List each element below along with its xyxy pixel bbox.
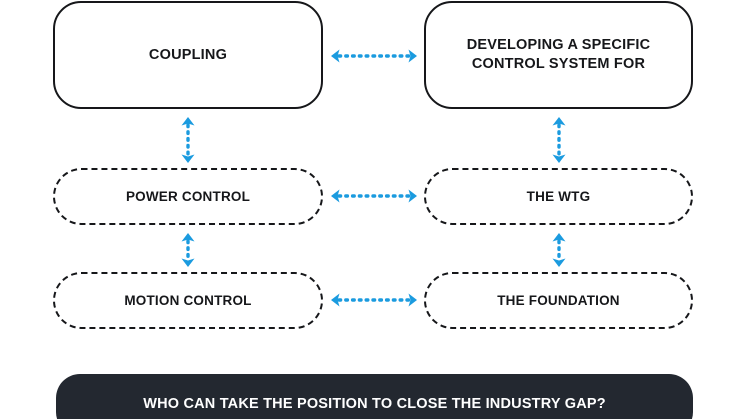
connector-coupling-to-developing-arrow (329, 46, 419, 66)
node-motion-control[interactable]: MOTION CONTROL (53, 272, 323, 329)
node-developing-control-system[interactable]: DEVELOPING A SPECIFIC CONTROL SYSTEM FOR (424, 1, 693, 109)
node-the-wtg-label: THE WTG (526, 188, 591, 204)
node-coupling-label: COUPLING (148, 46, 228, 63)
connector-the-wtg-to-the-foundation-arrow (549, 232, 569, 268)
node-power-control-label: POWER CONTROL (125, 188, 251, 204)
footer-banner-text: WHO CAN TAKE THE POSITION TO CLOSE THE I… (143, 396, 606, 412)
footer-banner[interactable]: WHO CAN TAKE THE POSITION TO CLOSE THE I… (56, 374, 693, 419)
connector-motion-control-to-the-foundation-arrow (329, 290, 419, 310)
connector-coupling-to-power-control-arrow (178, 116, 198, 164)
node-power-control[interactable]: POWER CONTROL (53, 168, 323, 225)
node-the-foundation[interactable]: THE FOUNDATION (424, 272, 693, 329)
connector-developing-to-the-wtg-arrow (549, 116, 569, 164)
connector-power-control-to-motion-control-arrow (178, 232, 198, 268)
node-the-wtg[interactable]: THE WTG (424, 168, 693, 225)
node-developing-control-system-text: DEVELOPING A SPECIFIC CONTROL SYSTEM FOR (467, 36, 651, 73)
node-coupling[interactable]: COUPLING (53, 1, 323, 109)
node-the-foundation-label: THE FOUNDATION (497, 292, 620, 308)
node-developing-line-1: DEVELOPING A SPECIFIC (466, 37, 651, 54)
node-motion-control-label: MOTION CONTROL (124, 292, 252, 308)
connector-power-control-to-the-wtg-arrow (329, 186, 419, 206)
node-developing-line-2: CONTROL SYSTEM FOR (471, 56, 646, 72)
